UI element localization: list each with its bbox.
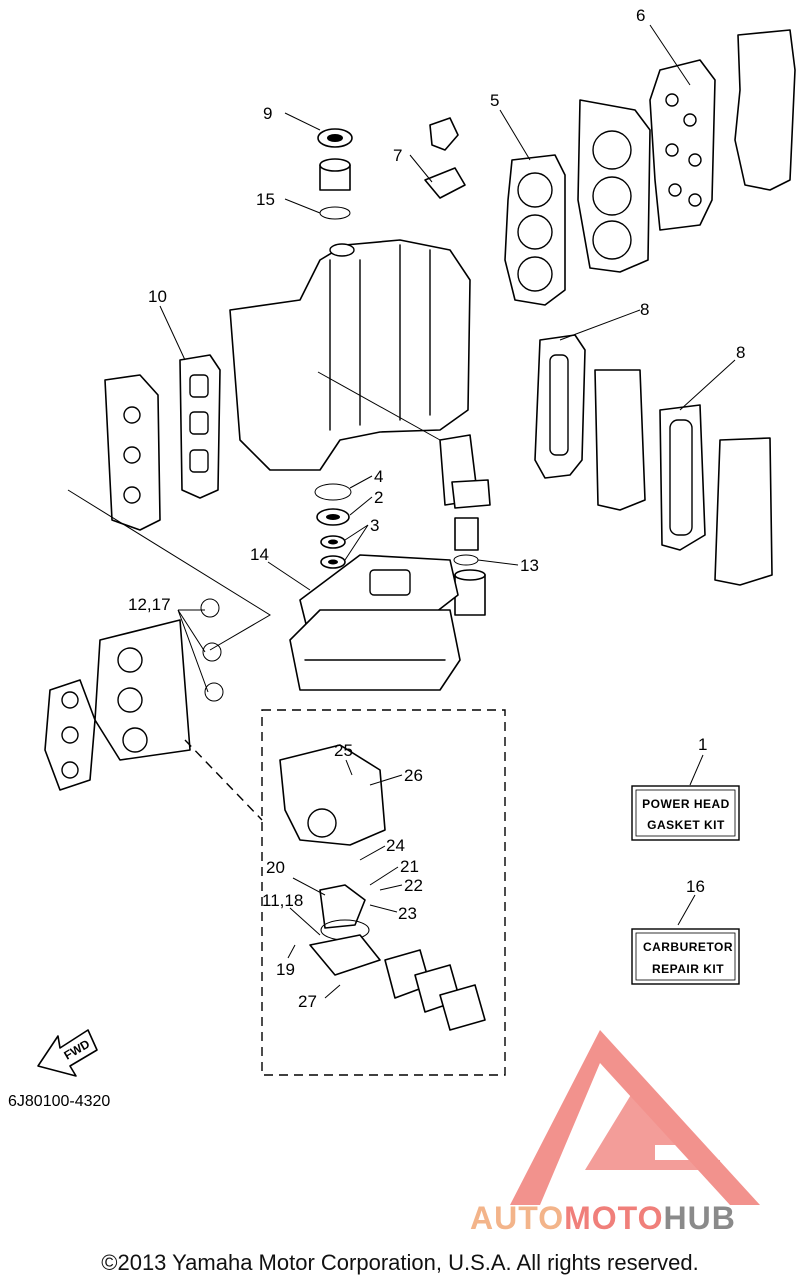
- callout-3: 3: [370, 516, 379, 535]
- callout-7: 7: [393, 146, 402, 165]
- part-10-manifold-gasket: [104, 354, 221, 531]
- callout-12-17: 12,17: [128, 595, 171, 614]
- part-5-head-gasket: [504, 99, 651, 306]
- carburetor-kit-boundary: [261, 709, 506, 1076]
- callout-10: 10: [148, 287, 167, 306]
- part-8-gaskets: [534, 334, 773, 586]
- callout-20: 20: [266, 858, 285, 877]
- callout-11-18: 11,18: [262, 891, 303, 910]
- manifold-guide-line: [67, 489, 271, 651]
- callout-15: 15: [256, 190, 275, 209]
- callout-numbers: 6 5 7 9 15 10 8 8 4 2 3 13 14 12,17 1 16…: [128, 6, 745, 1011]
- block-guide-line: [317, 371, 441, 441]
- power-head-line1: POWER HEAD: [642, 797, 730, 811]
- part-7-cover-gasket: [424, 117, 466, 199]
- callout-8a: 8: [640, 300, 649, 319]
- watermark-part2: MOTO: [564, 1200, 664, 1236]
- leader-lines: [159, 24, 736, 999]
- diagram-code: 6J80100-4320: [8, 1093, 111, 1110]
- part-13-thermostat: [439, 434, 491, 616]
- callout-22: 22: [404, 876, 423, 895]
- callout-16: 16: [686, 877, 705, 896]
- watermark-text: AUTOMOTOHUB: [470, 1200, 736, 1237]
- callout-13: 13: [520, 556, 539, 575]
- copyright-footer: ©2013 Yamaha Motor Corporation, U.S.A. A…: [101, 1250, 699, 1275]
- callout-8b: 8: [736, 343, 745, 362]
- watermark-part1: AUTO: [470, 1200, 565, 1236]
- watermark-logo: [510, 1030, 760, 1205]
- carburetors: [44, 619, 191, 791]
- part-9-oil-seal: [317, 128, 353, 220]
- callout-25: 25: [334, 741, 353, 760]
- engine-block: [229, 239, 471, 471]
- carburetor-leader: [184, 739, 263, 821]
- parts-2-3-4-seals: [314, 483, 352, 569]
- callout-2: 2: [374, 488, 383, 507]
- callout-9: 9: [263, 104, 272, 123]
- watermark-part3: HUB: [663, 1200, 736, 1236]
- carburetor-kit-box: CARBURETOR REPAIR KIT: [631, 928, 740, 985]
- carburetor-line1: CARBURETOR: [643, 940, 733, 954]
- part-6-exhaust-gasket: [649, 29, 796, 231]
- callout-6: 6: [636, 6, 645, 25]
- callout-24: 24: [386, 836, 405, 855]
- callout-1: 1: [698, 735, 707, 754]
- callout-4: 4: [374, 467, 383, 486]
- fwd-arrow: FWD: [37, 1029, 98, 1077]
- callout-5: 5: [490, 91, 499, 110]
- power-head-line2: GASKET KIT: [647, 818, 725, 832]
- carburetor-detail: [279, 744, 486, 1031]
- callout-23: 23: [398, 904, 417, 923]
- callout-21: 21: [400, 857, 419, 876]
- callout-14: 14: [250, 545, 269, 564]
- part-14-base-gasket: [289, 554, 461, 691]
- power-head-kit-box: POWER HEAD GASKET KIT: [631, 785, 740, 841]
- callout-26: 26: [404, 766, 423, 785]
- carburetor-line2: REPAIR KIT: [652, 962, 724, 976]
- callout-19: 19: [276, 960, 295, 979]
- parts-12-17-rings: [200, 598, 224, 702]
- callout-27: 27: [298, 992, 317, 1011]
